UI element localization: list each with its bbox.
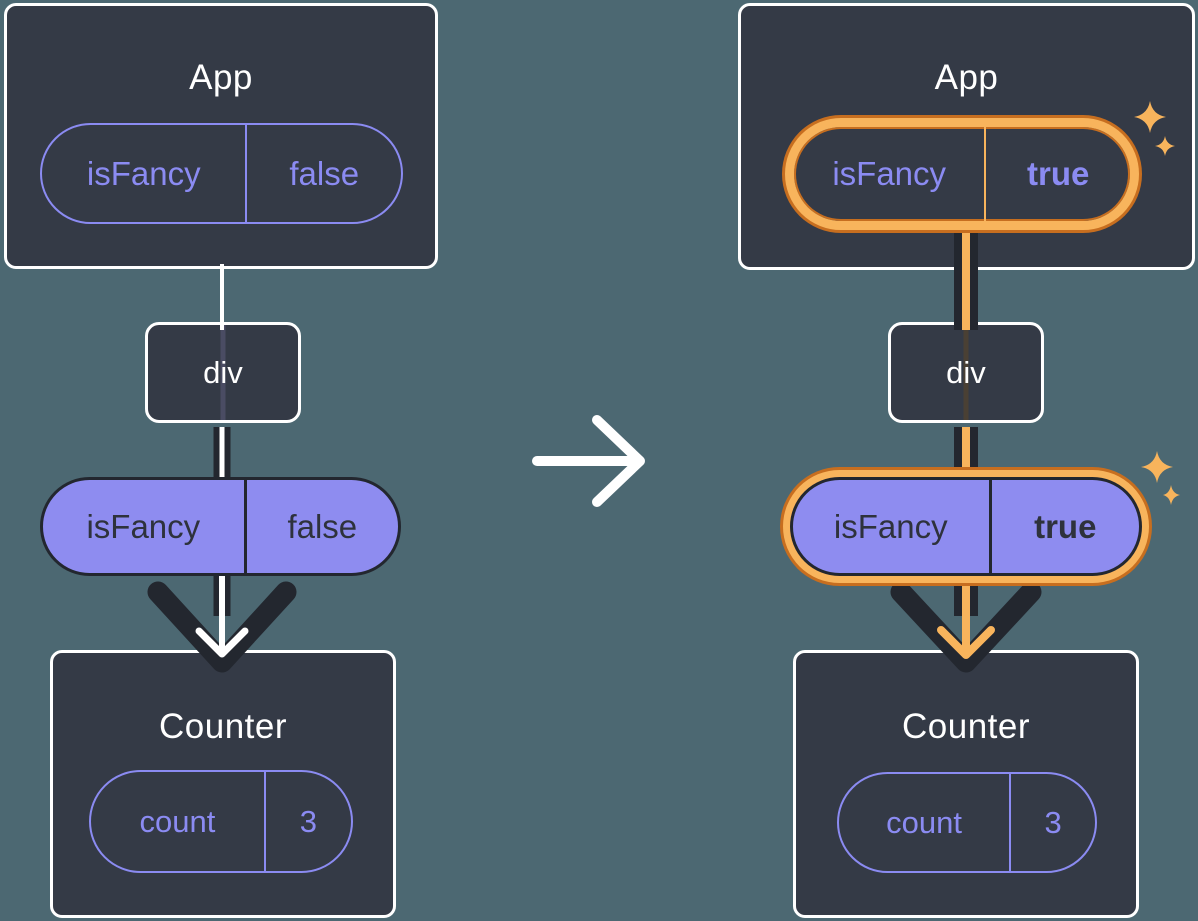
state-name: isFancy — [86, 154, 201, 192]
tree-edge-through-div — [963, 325, 969, 420]
state-value: 3 — [263, 772, 351, 871]
counter-title: Counter — [901, 707, 1031, 746]
state-name: count — [139, 803, 216, 839]
state-value: false — [245, 125, 401, 222]
tree-edge-through-div — [220, 325, 226, 420]
state-pill-counter-after: count 3 — [837, 772, 1097, 873]
div-label: div — [203, 354, 243, 390]
prop-pill-before: isFancy false — [40, 477, 401, 576]
prop-name: isFancy — [86, 507, 201, 545]
sparkle-icon — [1141, 451, 1173, 483]
div-node-before: div — [145, 322, 301, 423]
state-value: true — [984, 127, 1130, 221]
sparkle-icon — [1163, 485, 1180, 505]
prop-name: isFancy — [833, 507, 948, 545]
state-pill-app-after: isFancy true — [785, 118, 1139, 230]
prop-value: true — [988, 480, 1139, 573]
counter-title: Counter — [158, 707, 288, 746]
prop-value: false — [243, 480, 398, 573]
div-node-after: div — [888, 322, 1044, 423]
prop-pill-after: isFancy true — [790, 477, 1142, 576]
app-title: App — [189, 58, 253, 97]
transition-arrow-icon — [532, 415, 645, 507]
state-pill-app-before: isFancy false — [40, 123, 403, 224]
state-value: 3 — [1009, 774, 1095, 871]
app-title: App — [934, 58, 999, 97]
state-name: count — [886, 804, 963, 840]
state-name: isFancy — [832, 155, 947, 192]
div-label: div — [946, 354, 986, 390]
state-pill-counter-before: count 3 — [89, 770, 353, 873]
